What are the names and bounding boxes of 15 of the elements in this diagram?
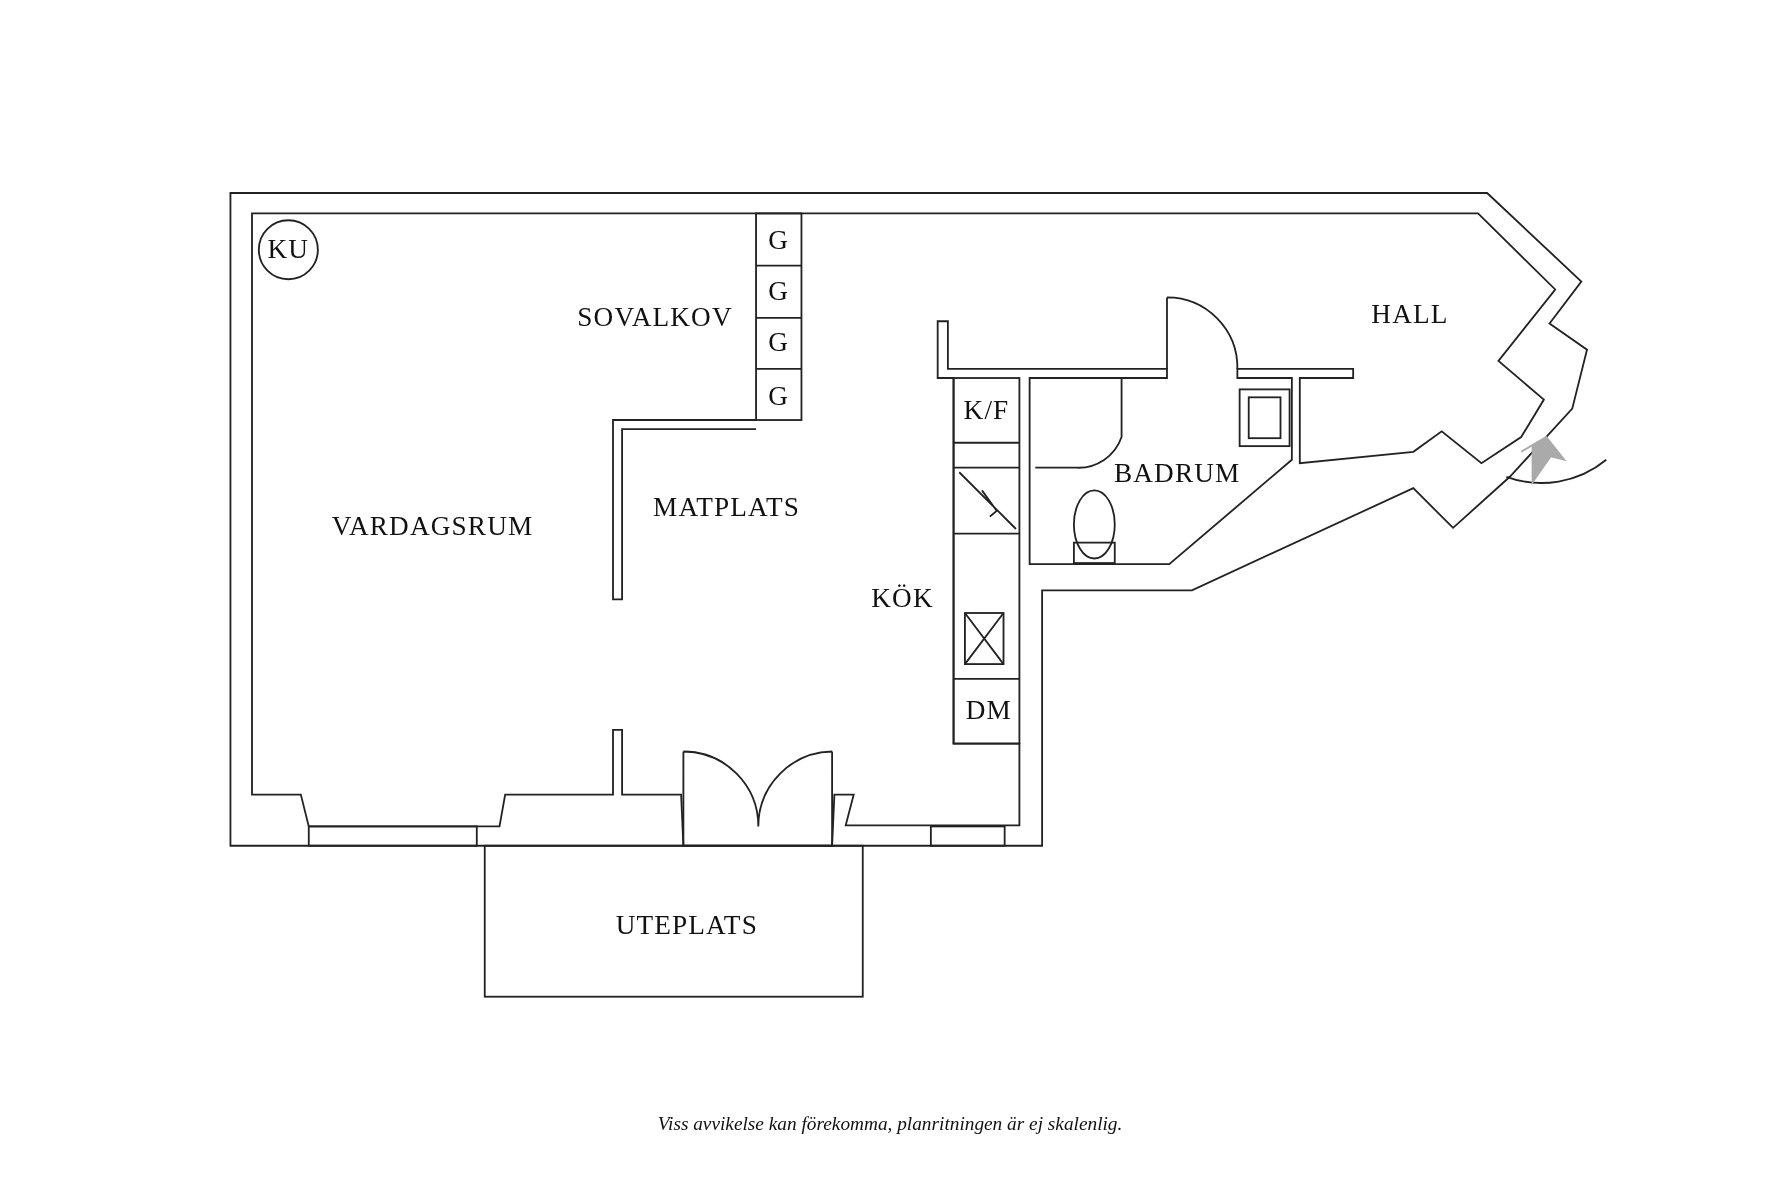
fixture-label: G bbox=[768, 225, 790, 256]
room-label: SOVALKOV bbox=[577, 302, 733, 334]
room-label: BADRUM bbox=[1114, 458, 1241, 489]
room-label: VARDAGSRUM bbox=[331, 511, 534, 543]
fixture-label: G bbox=[768, 276, 790, 308]
fixture-label: DM bbox=[965, 695, 1012, 726]
fixture-label: K/F bbox=[963, 395, 1010, 427]
room-label: UTEPLATS bbox=[615, 909, 758, 941]
fixture-label: KU bbox=[267, 234, 310, 266]
room-label: MATPLATS bbox=[653, 492, 800, 523]
fixture-label: G bbox=[768, 380, 790, 412]
disclaimer-caption: Viss avvikelse kan förekomma, planritningen är ej skalenlig. bbox=[657, 1112, 1123, 1136]
room-label: KÖK bbox=[871, 582, 934, 614]
fixture-label: G bbox=[768, 327, 790, 359]
room-label: HALL bbox=[1371, 299, 1449, 330]
